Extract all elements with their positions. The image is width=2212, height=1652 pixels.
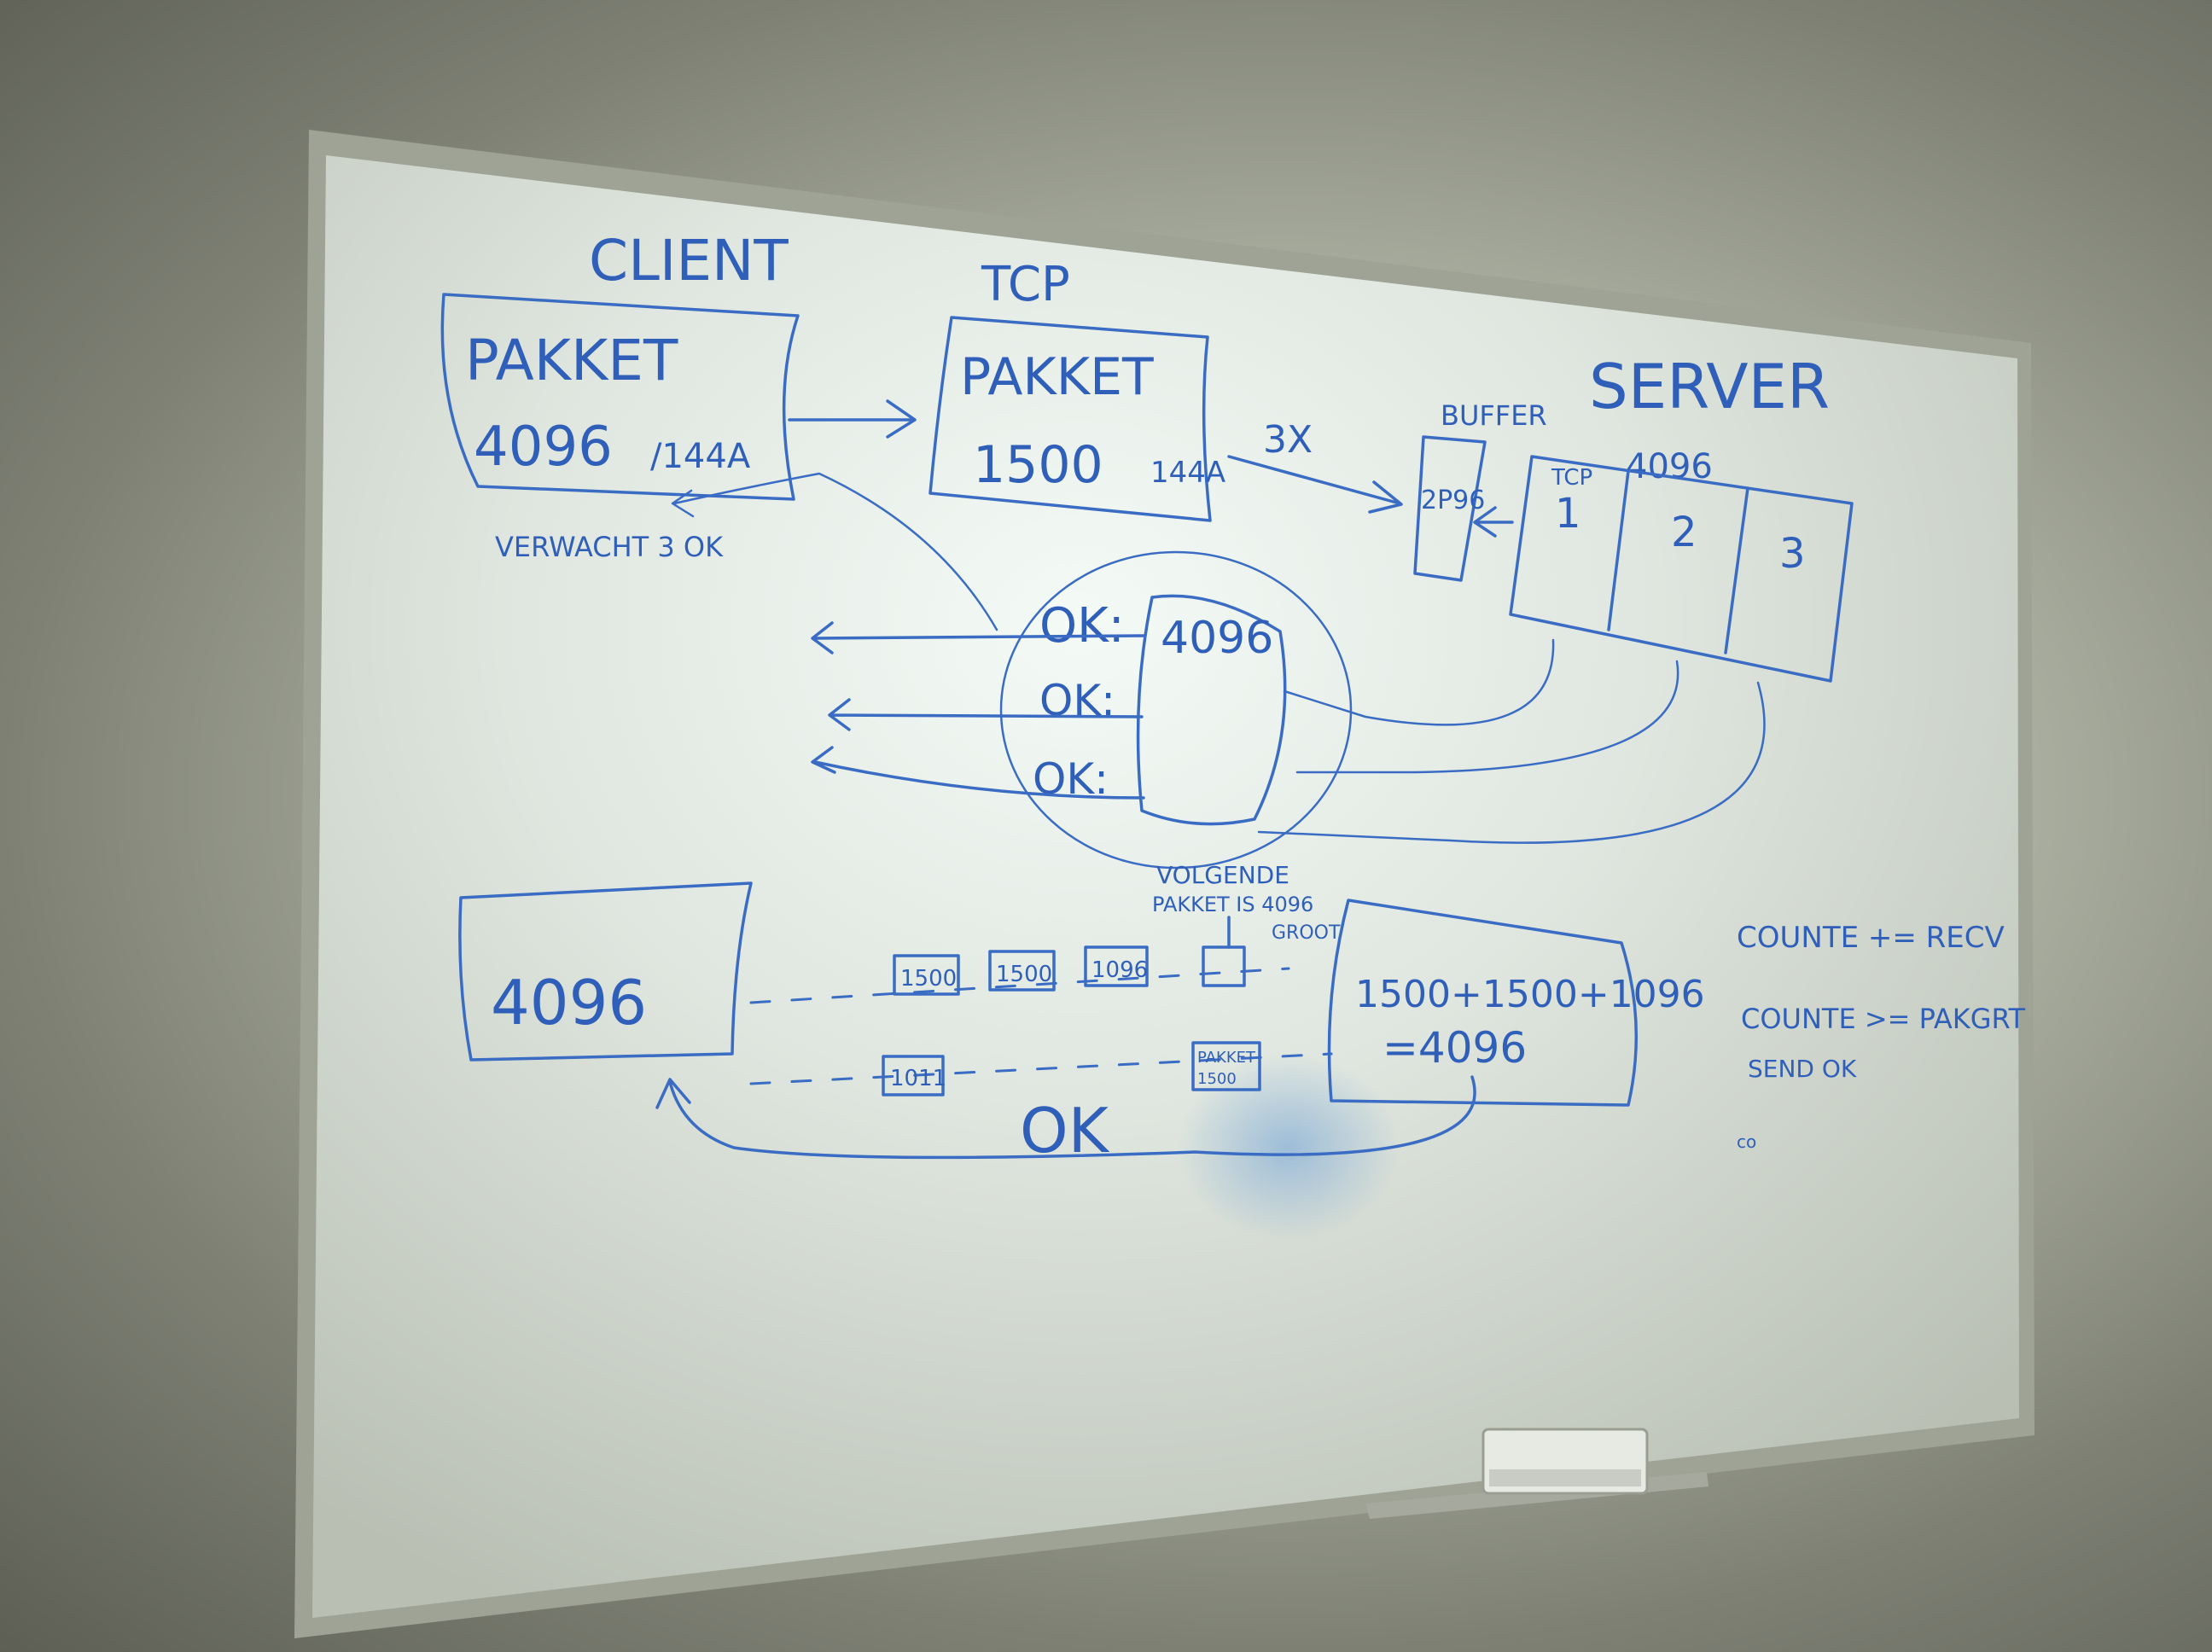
server-slot-1: 1	[1555, 490, 1581, 538]
fragment-2: 1500	[996, 962, 1052, 987]
ok-row-1: OK:	[1039, 598, 1125, 654]
server-lower-box	[1327, 899, 1639, 1107]
board-surface	[312, 155, 2019, 1618]
client-packet-word: PAKKET	[465, 328, 678, 393]
client-packet-box	[440, 293, 800, 501]
lower-client-value: 4096	[491, 967, 647, 1038]
tcp-packet-word: PAKKET	[960, 347, 1154, 407]
buffer-box	[1413, 435, 1487, 582]
sum-line-2: =4096	[1382, 1023, 1527, 1073]
circle-inner-box	[1136, 594, 1287, 826]
server-return-curve-2	[1295, 660, 1679, 774]
server-tcp-label: TCP	[1551, 465, 1592, 491]
ok-to-client-curve	[671, 472, 998, 631]
fragment-box-2	[988, 950, 1056, 992]
tcp-label: TCP	[981, 257, 1070, 312]
server-return-curve-3	[1257, 681, 1766, 844]
buffer-label: BUFFER	[1441, 399, 1547, 432]
buffer-value: 2P96	[1421, 486, 1485, 515]
fragment-3: 1096	[1091, 957, 1148, 983]
fragment-4: 1011	[890, 1066, 946, 1091]
tcp-packet-size: 1500	[973, 435, 1103, 495]
code-note-3: SEND OK	[1748, 1055, 1857, 1083]
return-arrow-3	[811, 746, 1145, 800]
small-packet-word: PAKKET	[1197, 1049, 1256, 1067]
sum-line-1: 1500+1500+1096	[1355, 973, 1705, 1016]
next-packet-note-1: VOLGENDE	[1156, 861, 1289, 889]
code-note-4: co	[1737, 1131, 1756, 1152]
client-label: CLIENT	[589, 228, 789, 294]
small-packet-box	[1191, 1041, 1261, 1091]
arrow-tcp-to-buffer	[1227, 455, 1403, 514]
lower-client-box	[458, 881, 753, 1062]
next-packet-note-2: PAKKET IS 4096	[1152, 893, 1313, 916]
fragment-box-1	[893, 954, 960, 996]
dashed-line-top	[749, 967, 1290, 1004]
arrow-server-to-buffer	[1473, 506, 1514, 538]
arrow-client-to-tcp	[788, 399, 917, 439]
tcp-packet-suffix: 144A	[1150, 456, 1225, 490]
code-note-1: COUNTE += RECV	[1737, 921, 2005, 955]
fragment-box-4	[882, 1055, 945, 1096]
fragment-box-3	[1084, 945, 1149, 987]
expect-note: VERWACHT 3 OK	[495, 531, 724, 563]
server-return-curve-1	[1283, 638, 1555, 726]
code-note-2: COUNTE >= PAKGRT	[1741, 1003, 2025, 1035]
dashed-line-bottom	[749, 1052, 1333, 1085]
small-packet-size: 1500	[1197, 1070, 1237, 1088]
return-arrow-2	[828, 698, 1144, 731]
tcp-packet-box	[928, 316, 1212, 522]
client-packet-size: 4096	[474, 416, 613, 479]
next-packet-note-3: GROOT	[1272, 922, 1341, 944]
client-packet-suffix: /144A	[650, 437, 751, 476]
return-arrow-1	[811, 621, 1145, 654]
ok-bottom: OK	[1020, 1095, 1110, 1166]
server-box	[1509, 455, 1854, 683]
times-label: 3X	[1263, 418, 1313, 462]
circle-value: 4096	[1161, 613, 1273, 664]
fragment-1: 1500	[900, 966, 957, 992]
ok-circle	[999, 550, 1353, 870]
ok-return-curve	[655, 1075, 1476, 1160]
next-packet-box	[1202, 945, 1246, 987]
server-slot-2: 2	[1671, 509, 1697, 556]
server-slot-3: 3	[1779, 530, 1806, 578]
server-label: SERVER	[1589, 351, 1830, 422]
